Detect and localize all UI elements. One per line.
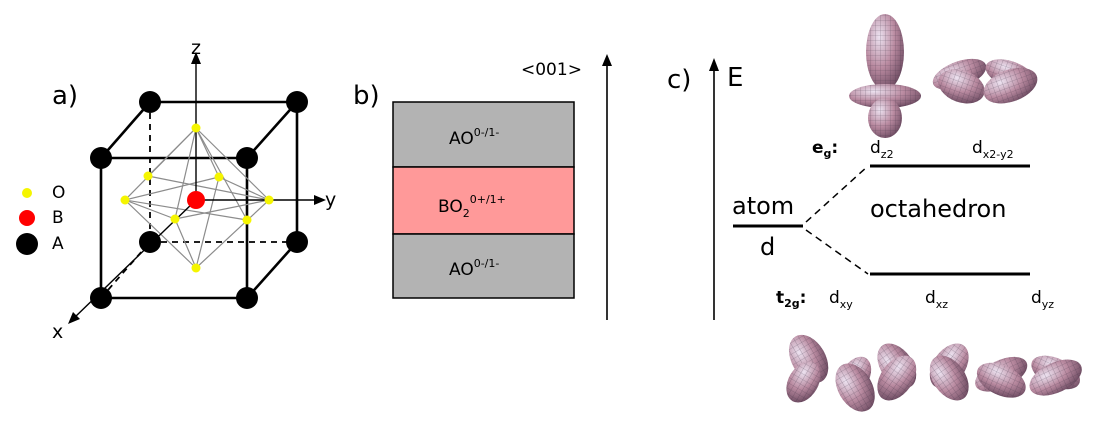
axis-arrowheads [68,52,326,324]
coordinate-axes [73,60,318,319]
orbital-dyz-label: dyz [1031,288,1054,311]
dxz-orbital-image [877,343,969,401]
eg-connector [805,165,869,223]
panel-a-label: a) [52,81,78,111]
panel-b: b) AO0-/1- BO20+/1+ AO0-/1- <001> [353,54,612,320]
layer-bo2 [392,166,575,235]
panel-a: a) [16,37,336,343]
energy-axis-label: E [727,63,743,93]
orbital-dx2y2-label: dx2-y2 [972,138,1014,161]
y-axis-label: y [325,189,336,211]
layer-ao-bottom-label: AO0-/1- [449,257,499,280]
octahedron-label: octahedron [870,195,1006,223]
panel-c: c) E atom d octahedron eg: dz2 dx2-y2 t2… [667,14,1082,412]
panel-c-label: c) [667,65,691,95]
orbital-dxy-label: dxy [829,288,853,311]
cube-edges [99,100,299,300]
b-site-atom [187,191,205,209]
orbital-dxz-label: dxz [925,288,948,311]
panel-b-label: b) [353,81,380,111]
dyz-orbital-image [975,355,1082,398]
layer-ao-bottom [392,233,575,299]
growth-direction-arrowhead [602,54,612,66]
layer-bo2-label: BO20+/1+ [438,193,506,220]
legend-a-marker [16,233,38,255]
legend-a-label: A [52,234,64,254]
layer-ao-top [392,101,575,168]
z-axis-label: z [191,37,201,59]
x-axis-label: x [52,321,63,343]
atom-legend: O B A [16,183,65,255]
energy-axis-arrowhead [709,58,719,71]
atom-level-label: atom [732,192,794,220]
legend-b-marker [19,210,35,226]
eg-label: eg: [812,138,838,160]
dz2-orbital-image [849,14,921,138]
a-site-atoms [90,91,308,309]
legend-o-label: O [52,183,65,203]
t2g-connector [805,229,869,275]
dx2y2-orbital-image [932,58,1038,104]
legend-o-marker [22,188,32,198]
oxygen-atoms [120,123,274,273]
t2g-label: t2g: [776,288,806,310]
growth-direction-label: <001> [521,60,582,80]
orbital-dz2-label: dz2 [870,138,894,161]
dxy-orbital-image [786,334,875,412]
atom-d-label: d [760,233,775,261]
legend-b-label: B [52,208,64,228]
layer-ao-top-label: AO0-/1- [449,126,499,149]
